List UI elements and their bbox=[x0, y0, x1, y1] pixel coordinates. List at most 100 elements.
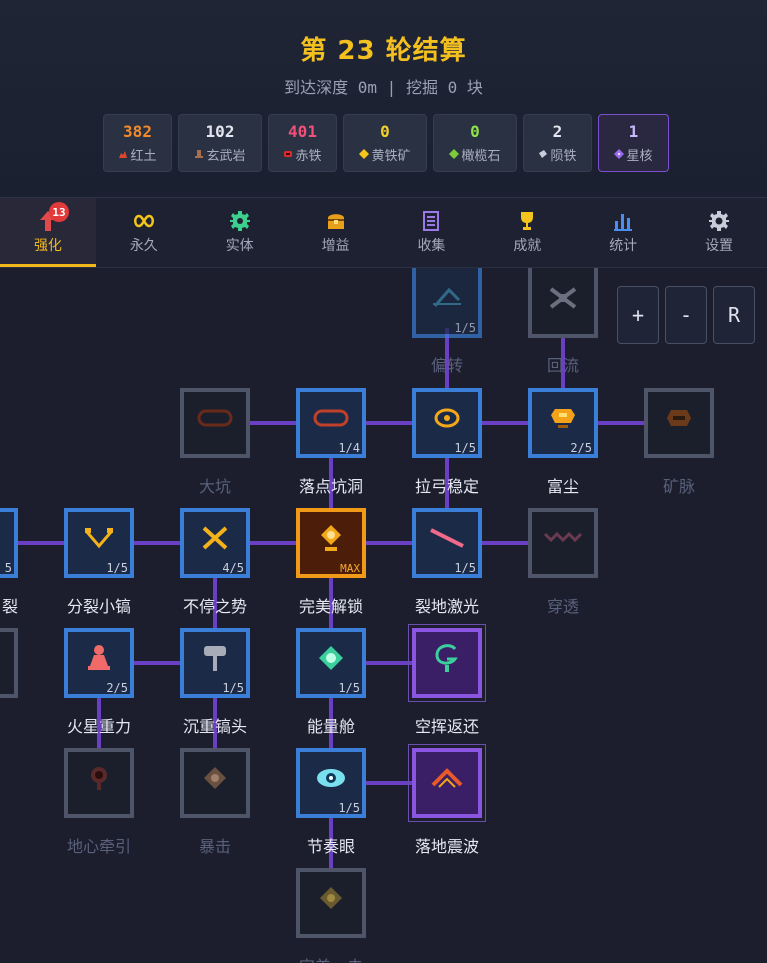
trophy-icon bbox=[516, 210, 538, 232]
tab-label: 收集 bbox=[417, 238, 446, 254]
skill-tree[interactable]: 1/5 偏转 回流 大坑 1/4 落点坑洞 1/5 拉弓稳定 2/5 富尘 矿脉… bbox=[0, 268, 767, 963]
tab-label: 永久 bbox=[129, 238, 158, 254]
perfect-unlock-icon bbox=[311, 520, 351, 556]
skill-node-liedi[interactable]: 1/5 bbox=[412, 508, 482, 578]
skill-level: 1/5 bbox=[106, 561, 128, 575]
pyrite-icon bbox=[359, 149, 370, 159]
skill-level: 1/5 bbox=[338, 801, 360, 815]
skill-name: 富尘 bbox=[546, 477, 579, 496]
skill-node-pianzhuan[interactable]: 1/5 bbox=[412, 268, 482, 338]
skill-node-konghui[interactable] bbox=[408, 624, 486, 702]
skill-node-buting[interactable]: 4/5 bbox=[180, 508, 250, 578]
resource-label: 玄武岩 bbox=[206, 148, 246, 164]
backflow-icon bbox=[543, 280, 583, 316]
red-iron-icon bbox=[284, 151, 293, 157]
gear-entity-icon bbox=[229, 210, 251, 232]
resource-star-core: 1 星核 bbox=[598, 114, 669, 172]
skill-level: 1/5 bbox=[454, 321, 476, 335]
skill-name: 偏转 bbox=[430, 356, 463, 375]
resource-label: 红土 bbox=[130, 148, 157, 164]
skill-node-chenzhong[interactable]: 1/5 bbox=[180, 628, 250, 698]
resource-olivine: 0 橄榄石 bbox=[433, 114, 517, 172]
tab-label: 统计 bbox=[609, 238, 638, 254]
skill-node-fenlie[interactable]: 5 bbox=[0, 508, 18, 578]
tab-upgrade[interactable]: 13 强化 bbox=[0, 198, 96, 267]
skill-name: 回流 bbox=[546, 356, 579, 375]
skill-name: 裂 bbox=[1, 597, 18, 616]
skill-level: 1/4 bbox=[338, 441, 360, 455]
skill-name: 能量舱 bbox=[306, 717, 355, 736]
skill-node-dixin[interactable] bbox=[64, 748, 134, 818]
tab-statistics[interactable]: 统计 bbox=[575, 198, 671, 267]
tab-label: 强化 bbox=[33, 238, 62, 254]
skill-node-dakeng[interactable] bbox=[180, 388, 250, 458]
resource-label: 黄铁矿 bbox=[371, 148, 411, 164]
skill-node-wanmei[interactable]: MAX bbox=[296, 508, 366, 578]
upgrade-count-badge: 13 bbox=[49, 202, 69, 222]
crit-icon bbox=[195, 760, 235, 796]
skill-name: 完美解锁 bbox=[298, 597, 363, 616]
resource-value: 1 bbox=[628, 121, 639, 141]
skill-node-fenlie-xiao[interactable]: 1/5 bbox=[64, 508, 134, 578]
skill-level: 1/5 bbox=[454, 561, 476, 575]
skill-node-left-edge[interactable] bbox=[0, 628, 18, 698]
skill-name: 完美一击 bbox=[271, 953, 391, 963]
skill-level: MAX bbox=[340, 562, 360, 575]
split-pick-icon bbox=[79, 520, 119, 556]
shockwave-icon bbox=[427, 760, 467, 796]
tab-entity[interactable]: 实体 bbox=[192, 198, 288, 267]
resource-red-clay: 382 红土 bbox=[103, 114, 172, 172]
skill-node-baoji[interactable] bbox=[180, 748, 250, 818]
skill-level: 1/5 bbox=[338, 681, 360, 695]
skill-node-luodian[interactable]: 1/4 bbox=[296, 388, 366, 458]
tab-settings[interactable]: 设置 bbox=[671, 198, 767, 267]
skill-node-jiezou[interactable]: 1/5 bbox=[296, 748, 366, 818]
skill-name: 空挥返还 bbox=[414, 717, 479, 736]
tab-label: 增益 bbox=[321, 238, 350, 254]
tab-label: 成就 bbox=[513, 238, 542, 254]
deflect-icon bbox=[427, 280, 467, 316]
skill-name: 火星重力 bbox=[66, 717, 131, 736]
core-pull-icon bbox=[79, 760, 119, 796]
skill-node-kuangmai[interactable] bbox=[644, 388, 714, 458]
skill-name: 穿透 bbox=[546, 597, 579, 616]
skill-node-lagong[interactable]: 1/5 bbox=[412, 388, 482, 458]
skill-name: 不停之势 bbox=[182, 597, 247, 616]
round-summary-header: 第 23 轮结算 到达深度 0m | 挖掘 0 块 382 红土 102 玄武岩… bbox=[0, 0, 767, 198]
infinity-icon bbox=[133, 210, 155, 232]
skill-name: 裂地激光 bbox=[414, 597, 479, 616]
rhythm-eye-icon bbox=[311, 760, 351, 796]
resource-value: 102 bbox=[205, 121, 235, 141]
skill-node-chuantou[interactable] bbox=[528, 508, 598, 578]
skill-name: 暴击 bbox=[198, 837, 231, 856]
skill-node-huiliu[interactable] bbox=[528, 268, 598, 338]
impact-pit-icon bbox=[311, 400, 351, 436]
tab-achievement[interactable]: 成就 bbox=[479, 198, 575, 267]
resource-label: 赤铁 bbox=[295, 148, 322, 164]
tab-permanent[interactable]: 永久 bbox=[96, 198, 192, 267]
tab-buff[interactable]: 增益 bbox=[288, 198, 384, 267]
skill-name: 分裂小镐 bbox=[66, 597, 131, 616]
skill-name: 落点坑洞 bbox=[298, 477, 363, 496]
skill-node-wanmei-zhi[interactable] bbox=[296, 868, 366, 938]
book-icon bbox=[420, 210, 442, 232]
skill-level: 2/5 bbox=[106, 681, 128, 695]
zoom-reset-button[interactable]: R bbox=[713, 286, 755, 344]
zoom-out-button[interactable]: - bbox=[665, 286, 707, 344]
skill-name: 矿脉 bbox=[662, 477, 695, 496]
resource-pyrite: 0 黄铁矿 bbox=[343, 114, 427, 172]
zoom-in-button[interactable]: + bbox=[617, 286, 659, 344]
red-clay-icon bbox=[119, 151, 128, 158]
skill-level: 1/5 bbox=[222, 681, 244, 695]
skill-name: 沉重镐头 bbox=[182, 717, 247, 736]
tab-collection[interactable]: 收集 bbox=[384, 198, 480, 267]
skill-node-nengliang[interactable]: 1/5 bbox=[296, 628, 366, 698]
skill-node-huoxing[interactable]: 2/5 bbox=[64, 628, 134, 698]
skill-level: 2/5 bbox=[570, 441, 592, 455]
resource-red-iron: 401 赤铁 bbox=[268, 114, 337, 172]
star-core-icon bbox=[614, 149, 625, 159]
page-title: 第 23 轮结算 bbox=[300, 36, 467, 66]
skill-node-fuchen[interactable]: 2/5 bbox=[528, 388, 598, 458]
skill-node-luodi-zhen[interactable] bbox=[408, 744, 486, 822]
bow-stable-icon bbox=[427, 400, 467, 436]
